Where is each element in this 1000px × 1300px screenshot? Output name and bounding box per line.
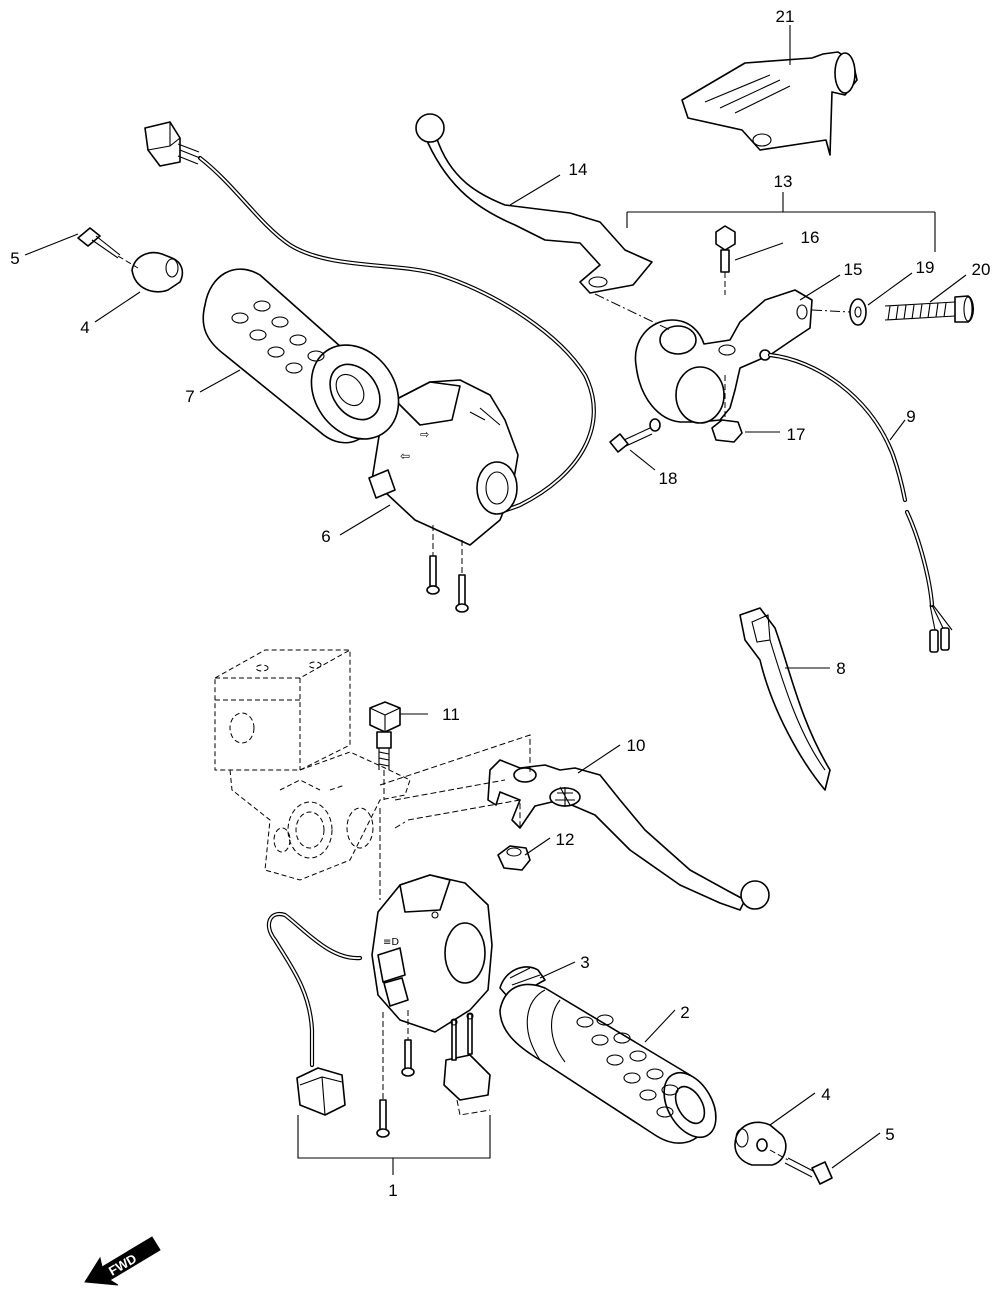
callout-6: 6 bbox=[321, 527, 330, 546]
callout-4-upper: 4 bbox=[80, 318, 89, 337]
part-1-bracket bbox=[297, 1115, 491, 1159]
callout-20: 20 bbox=[972, 260, 991, 279]
brake-master-cylinder-reference bbox=[214, 649, 411, 881]
part-14-clutch-lever bbox=[415, 113, 653, 294]
callout-13: 13 bbox=[774, 172, 793, 191]
part-5-bolt-lower bbox=[769, 1149, 833, 1185]
part-2-right-grip bbox=[499, 983, 717, 1144]
part-1-right-handlebar-switch: ≡D bbox=[266, 874, 493, 1159]
turn-signal-right-marking: ⇨ bbox=[420, 428, 429, 441]
part-9-clutch-switch-wire bbox=[767, 352, 953, 653]
alignment-lines-lever bbox=[379, 734, 531, 829]
callout-7: 7 bbox=[185, 387, 194, 406]
callout-11: 11 bbox=[442, 705, 460, 724]
callout-16: 16 bbox=[801, 228, 820, 247]
part-4-bar-end-weight-upper bbox=[131, 251, 184, 293]
callout-2: 2 bbox=[680, 1003, 689, 1022]
part-16-bolt bbox=[715, 225, 736, 295]
part-18-bolt bbox=[609, 418, 661, 453]
fwd-arrow: FWD bbox=[84, 1236, 161, 1286]
callout-19: 19 bbox=[916, 258, 935, 277]
callout-8: 8 bbox=[836, 659, 845, 678]
part-4-bar-end-weight-lower bbox=[734, 1121, 787, 1166]
alignment-line-14 bbox=[594, 293, 671, 331]
callout-1: 1 bbox=[388, 1181, 397, 1200]
callout-leaders bbox=[24, 25, 967, 1175]
callout-18: 18 bbox=[659, 469, 678, 488]
part-8-cable-strap bbox=[739, 607, 831, 791]
callout-4-lower: 4 bbox=[821, 1085, 830, 1104]
callout-3: 3 bbox=[580, 953, 589, 972]
callout-15: 15 bbox=[844, 260, 863, 279]
callout-5-lower: 5 bbox=[885, 1125, 894, 1144]
part-17-nut bbox=[711, 375, 743, 443]
part-11-pivot-bolt bbox=[369, 701, 401, 800]
part-15-clutch-lever-holder bbox=[634, 289, 813, 424]
part-6-left-handlebar-switch: ⇦ ⇨ bbox=[144, 121, 596, 613]
part-5-bolt-upper bbox=[77, 227, 139, 269]
part-20-adjuster-screw bbox=[811, 295, 975, 323]
part-19-washer bbox=[849, 298, 867, 326]
part-10-brake-lever bbox=[487, 759, 770, 911]
turn-signal-left-marking: ⇦ bbox=[400, 449, 410, 463]
callout-14: 14 bbox=[569, 160, 588, 179]
part-7-left-grip bbox=[202, 268, 400, 444]
callout-12: 12 bbox=[556, 830, 575, 849]
part-12-nut bbox=[497, 845, 531, 871]
callout-17: 17 bbox=[787, 425, 806, 444]
headlight-switch-marking: ≡D bbox=[383, 937, 399, 948]
callout-5-upper: 5 bbox=[10, 249, 19, 268]
callout-10: 10 bbox=[627, 736, 646, 755]
callout-9: 9 bbox=[906, 407, 915, 426]
callout-21: 21 bbox=[776, 7, 795, 26]
part-21-lever-cover bbox=[681, 51, 858, 156]
